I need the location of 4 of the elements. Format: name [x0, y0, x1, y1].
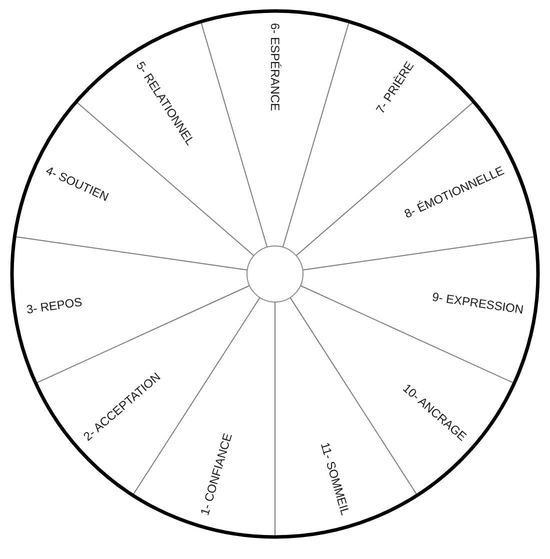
sector-label: 6- ESPÉRANCE: [268, 23, 282, 112]
sector-label: 3- REPOS: [26, 294, 83, 317]
sector-label: 9- EXPRESSION: [431, 290, 524, 317]
hub-circle: [246, 246, 304, 302]
